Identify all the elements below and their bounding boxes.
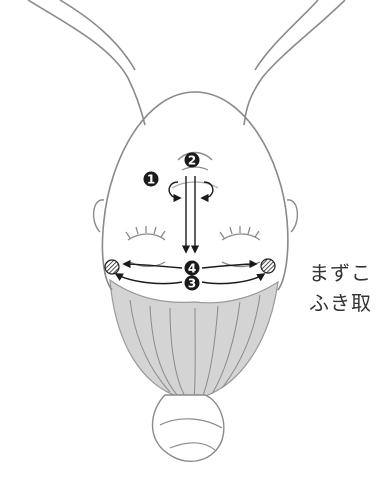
caption-line-2: ふき取	[309, 288, 372, 318]
step-badge-3: 3	[185, 276, 200, 291]
caption-text: まずこ ふき取	[309, 258, 372, 318]
left-eye-icon	[126, 226, 165, 267]
svg-text:4: 4	[188, 262, 196, 276]
arms	[28, 0, 345, 125]
hair-bun	[153, 395, 224, 461]
caption-line-1: まずこ	[309, 258, 372, 288]
step-badge-2: 2	[185, 153, 200, 168]
step-badge-4: 4	[185, 261, 200, 276]
hair	[110, 280, 278, 461]
svg-text:1: 1	[147, 173, 155, 187]
right-eye-icon	[220, 226, 260, 267]
svg-text:2: 2	[188, 154, 196, 168]
svg-text:3: 3	[188, 277, 196, 291]
step-badge-1: 1	[144, 172, 159, 187]
left-ear-icon	[94, 200, 104, 232]
right-temple-dot-icon	[261, 259, 275, 273]
left-temple-dot-icon	[105, 260, 119, 274]
right-ear-icon	[287, 200, 297, 232]
